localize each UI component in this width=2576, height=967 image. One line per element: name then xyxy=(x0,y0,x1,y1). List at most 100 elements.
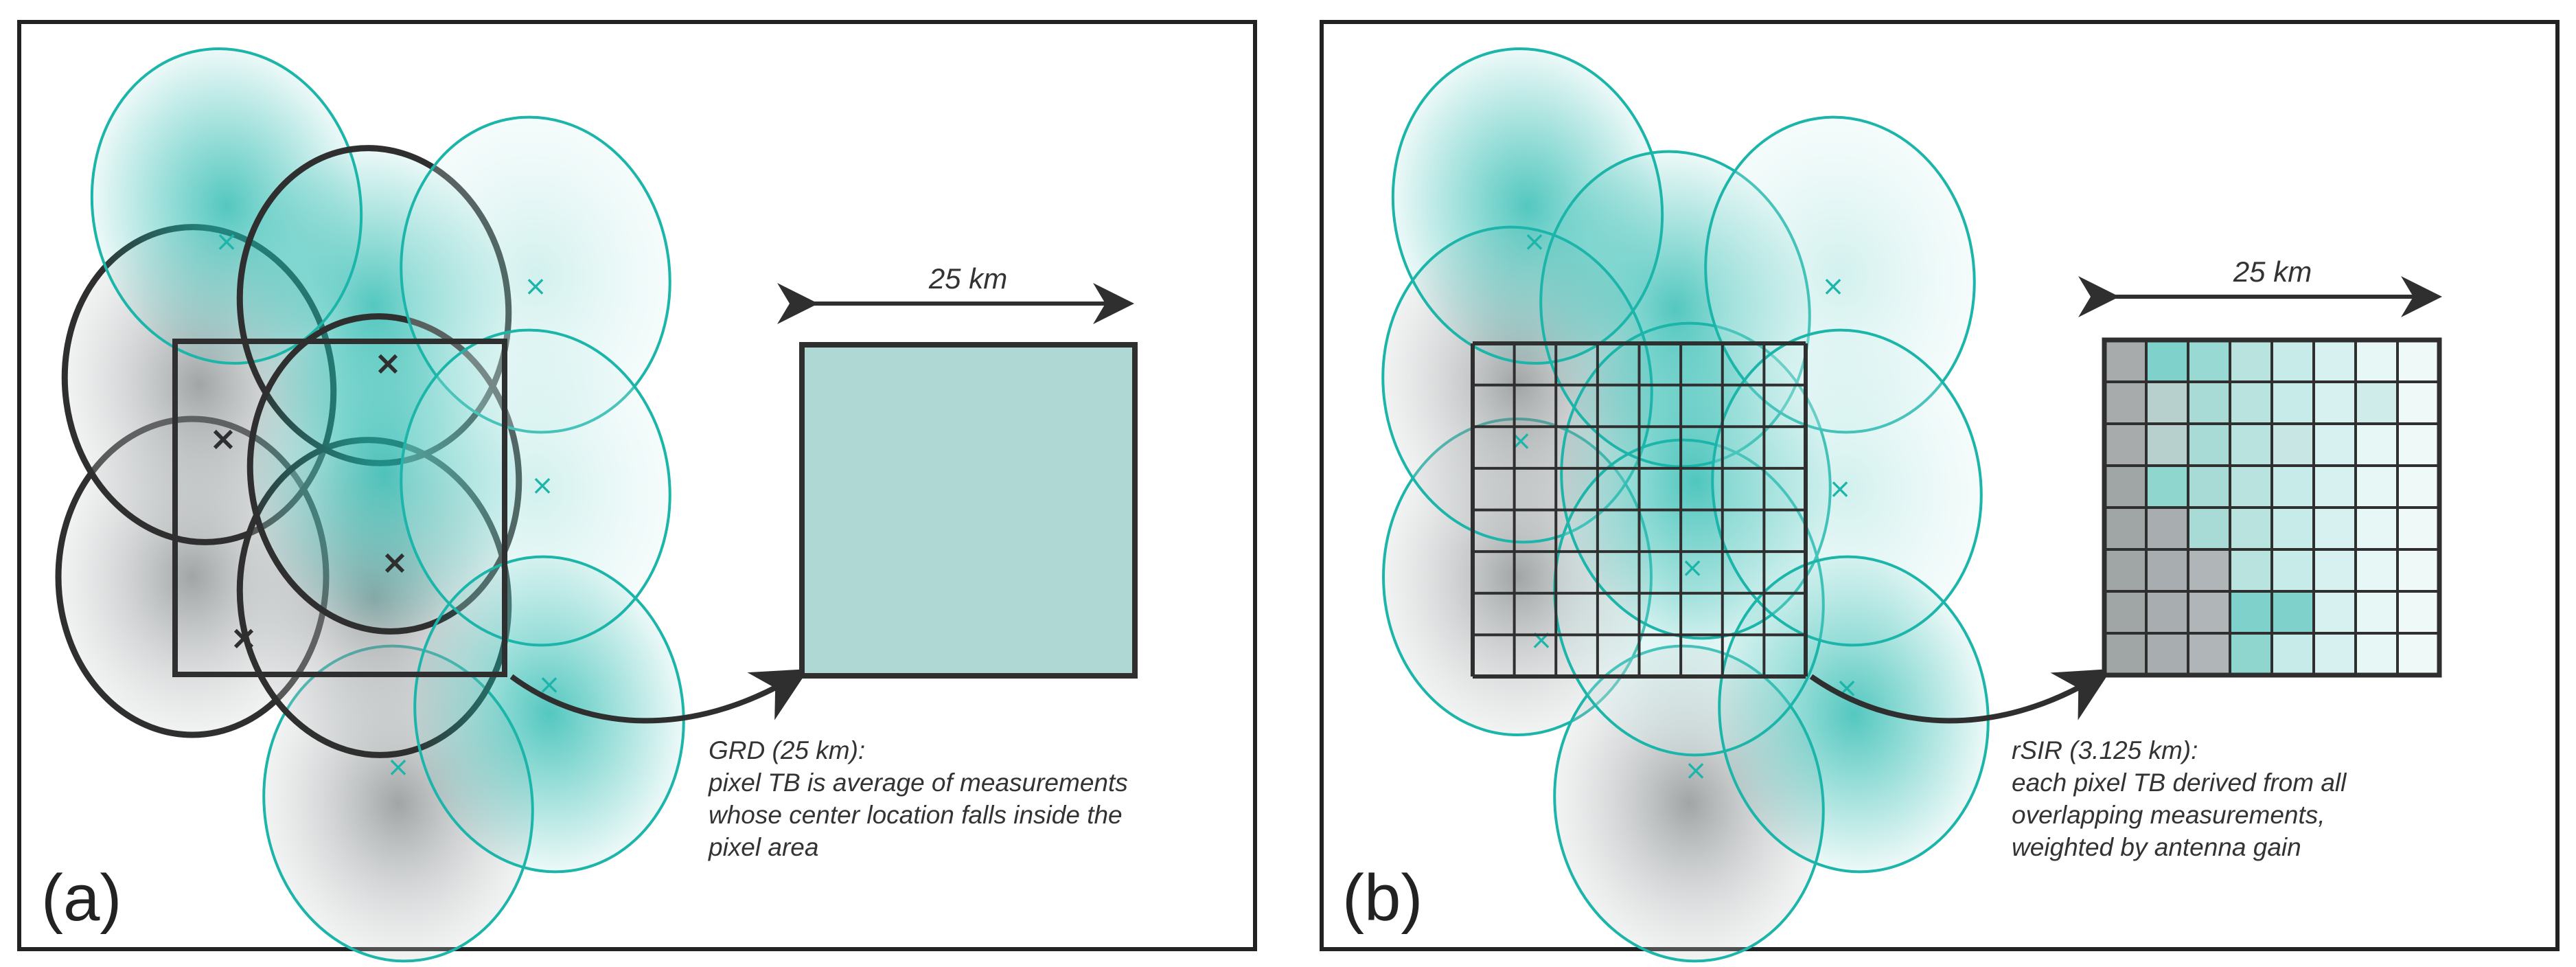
caption-title-a: GRD (25 km): xyxy=(709,736,865,764)
center-marker: × xyxy=(387,751,410,783)
rsir-pixel-cell xyxy=(2145,548,2189,593)
rsir-pixel-cell xyxy=(2354,506,2399,551)
rsir-pixel-cell xyxy=(2396,548,2441,593)
rsir-pixel-cell xyxy=(2145,422,2189,467)
dimension-label-a: 25 km xyxy=(928,262,1007,295)
rsir-pixel-cell xyxy=(2103,590,2148,635)
rsir-pixel-cell xyxy=(2229,548,2273,593)
center-marker-inside: × xyxy=(374,344,402,383)
center-marker-inside: × xyxy=(381,543,409,582)
center-marker: × xyxy=(1509,425,1532,457)
rsir-pixel-cell xyxy=(2396,464,2441,509)
rsir-pixel-cell xyxy=(2312,590,2357,635)
rsir-pixel-cell xyxy=(2187,590,2231,635)
panel-label-a: (a) xyxy=(41,861,122,935)
grid-cell-outline-a xyxy=(172,339,507,677)
pixel-grid-rsir xyxy=(2102,337,2442,678)
rsir-pixel-border xyxy=(2102,337,2442,678)
caption-line-b1: each pixel TB derived from all xyxy=(2012,769,2347,797)
dimension-label-b: 25 km xyxy=(2233,255,2312,288)
rsir-pixel-cell xyxy=(2145,380,2189,425)
rsir-pixel-cell xyxy=(2187,380,2231,425)
rsir-pixel-cell xyxy=(2270,506,2315,551)
caption-line-b2: overlapping measurements, xyxy=(2012,801,2325,829)
center-marker: × xyxy=(1684,755,1707,786)
rsir-pixel-cell xyxy=(2229,506,2273,551)
panel-a: × × × × × × × × × 25 km GRD (25 km): pix… xyxy=(17,20,1257,963)
center-marker: × xyxy=(524,271,547,302)
rsir-pixel-cell xyxy=(2145,590,2189,635)
footprint-ellipse xyxy=(413,555,685,874)
center-marker: × xyxy=(1530,624,1553,656)
panel-b: × × × × × × × × 25 km rSIR (3.125 km): e… xyxy=(1320,20,2560,963)
center-marker-inside: × xyxy=(230,619,257,657)
rsir-pixel-cell xyxy=(2354,339,2399,383)
rsir-pixel-cell xyxy=(2270,339,2315,383)
rsir-pixel-cell xyxy=(2145,339,2189,383)
rsir-pixel-cell xyxy=(2145,464,2189,509)
rsir-pixel-cell xyxy=(2270,590,2315,635)
center-marker: × xyxy=(1523,226,1546,258)
rsir-pixel-cell xyxy=(2103,506,2148,551)
rsir-pixel-cell xyxy=(2229,422,2273,467)
rsir-pixel-cell xyxy=(2103,339,2148,383)
rsir-pixel-cell xyxy=(2187,506,2231,551)
rsir-pixel-cell xyxy=(2354,464,2399,509)
center-marker: × xyxy=(1821,271,1845,302)
rsir-pixel-cell xyxy=(2396,590,2441,635)
rsir-pixel-cell xyxy=(2312,632,2357,676)
rsir-pixel-cell xyxy=(2270,422,2315,467)
rsir-pixel-cell xyxy=(2103,632,2148,676)
caption-line-a3: pixel area xyxy=(708,833,818,861)
rsir-pixel-cell xyxy=(2145,506,2189,551)
arrow-b xyxy=(1809,668,2112,724)
rsir-pixel-cell xyxy=(2270,632,2315,676)
rsir-pixel-cell xyxy=(2270,464,2315,509)
rsir-pixel-cell xyxy=(2396,506,2441,551)
panel-label-b: (b) xyxy=(1342,861,1423,935)
rsir-pixel-cell xyxy=(2229,380,2273,425)
caption-title-b: rSIR (3.125 km): xyxy=(2012,736,2198,764)
rsir-pixel-cell xyxy=(2396,380,2441,425)
rsir-pixel-cell xyxy=(2187,339,2231,383)
rsir-pixel-cell xyxy=(2354,632,2399,676)
rsir-pixel-cell xyxy=(2229,464,2273,509)
rsir-pixel-cell xyxy=(2103,422,2148,467)
rsir-pixel-cell xyxy=(2312,506,2357,551)
pixel-grd xyxy=(799,342,1138,679)
rsir-pixel-cell xyxy=(2103,464,2148,509)
caption-line-a1: pixel TB is average of measurements xyxy=(708,769,1128,797)
rsir-pixel-cell xyxy=(2270,548,2315,593)
center-marker: × xyxy=(215,226,238,258)
rsir-pixel-cell xyxy=(2312,380,2357,425)
rsir-pixel-cell xyxy=(2229,339,2273,383)
center-marker: × xyxy=(531,470,554,501)
rsir-pixel-cell xyxy=(2312,464,2357,509)
rsir-pixel-cell xyxy=(2187,548,2231,593)
rsir-pixel-cell xyxy=(2312,548,2357,593)
rsir-pixel-cell xyxy=(2312,422,2357,467)
center-marker-inside: × xyxy=(209,420,237,458)
rsir-pixel-cell xyxy=(2187,422,2231,467)
rsir-pixel-cell xyxy=(2229,632,2273,676)
caption-line-a2: whose center location falls inside the xyxy=(709,801,1123,829)
rsir-pixel-cell xyxy=(2354,422,2399,467)
rsir-pixel-cell xyxy=(2396,422,2441,467)
rsir-pixel-cell xyxy=(2103,548,2148,593)
rsir-pixel-cell xyxy=(2229,590,2273,635)
rsir-pixel-cell xyxy=(2187,464,2231,509)
rsir-pixel-cell xyxy=(2396,632,2441,676)
footprint-cluster-a: × × × × × × × × × xyxy=(55,47,685,963)
rsir-pixel-cell xyxy=(2187,632,2231,676)
rsir-pixel-cell xyxy=(2354,590,2399,635)
caption-line-b3: weighted by antenna gain xyxy=(2012,833,2301,861)
arrow-a xyxy=(509,669,809,724)
rsir-pixel-cell xyxy=(2354,548,2399,593)
rsir-pixel-cell xyxy=(2312,339,2357,383)
rsir-pixel-cell xyxy=(2270,380,2315,425)
rsir-pixel-cell xyxy=(2103,380,2148,425)
rsir-pixel-cell xyxy=(2354,380,2399,425)
overlay-grid-b xyxy=(1471,341,1808,679)
center-marker: × xyxy=(1828,473,1852,505)
